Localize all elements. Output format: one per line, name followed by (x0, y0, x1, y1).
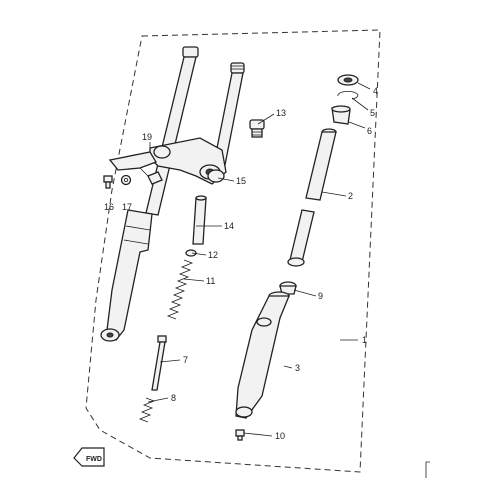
label-part-13: 13 (276, 108, 286, 118)
corner-mark (425, 461, 430, 478)
spring-11 (166, 259, 194, 320)
outer-tube-3 (235, 291, 290, 419)
fwd-label: FWD (86, 456, 102, 463)
label-part-8: 8 (171, 393, 176, 403)
spacer-14 (192, 195, 207, 245)
label-part-5: 5 (370, 108, 375, 118)
spring-8 (138, 397, 156, 423)
label-part-14: 14 (224, 221, 234, 231)
bolt-16 (103, 175, 113, 189)
oil-seal-6 (331, 105, 351, 125)
label-part-16: 16 (104, 202, 114, 212)
label-part-3: 3 (295, 363, 300, 373)
label-part-10: 10 (275, 431, 285, 441)
collar-15 (207, 169, 225, 183)
fwd-arrow-icon: FWD (73, 447, 105, 467)
label-part-15: 15 (236, 176, 246, 186)
cap-bolt-13 (249, 119, 265, 138)
label-part-7: 7 (183, 355, 188, 365)
label-part-1: 1 (362, 335, 367, 345)
label-part-6: 6 (367, 126, 372, 136)
bracket-19 (108, 151, 163, 185)
label-part-11: 11 (206, 276, 215, 286)
dust-seal-4 (337, 74, 359, 86)
label-part-2: 2 (348, 191, 353, 201)
inner-tube-lower (287, 209, 315, 267)
left-fork-leg (100, 46, 199, 342)
label-part-4: 4 (373, 86, 378, 96)
leader-lines (147, 82, 371, 437)
label-part-12: 12 (208, 250, 218, 260)
label-part-17: 17 (122, 202, 132, 212)
assembly-boundary (85, 29, 381, 473)
circlip-5 (337, 90, 359, 100)
damper-rod-7 (151, 335, 167, 391)
bolt-10 (235, 429, 245, 441)
inner-tube-2 (305, 128, 337, 201)
washer-12 (185, 249, 197, 257)
washer-17 (120, 174, 132, 186)
label-part-9: 9 (318, 291, 323, 301)
label-part-19: 19 (142, 132, 152, 142)
